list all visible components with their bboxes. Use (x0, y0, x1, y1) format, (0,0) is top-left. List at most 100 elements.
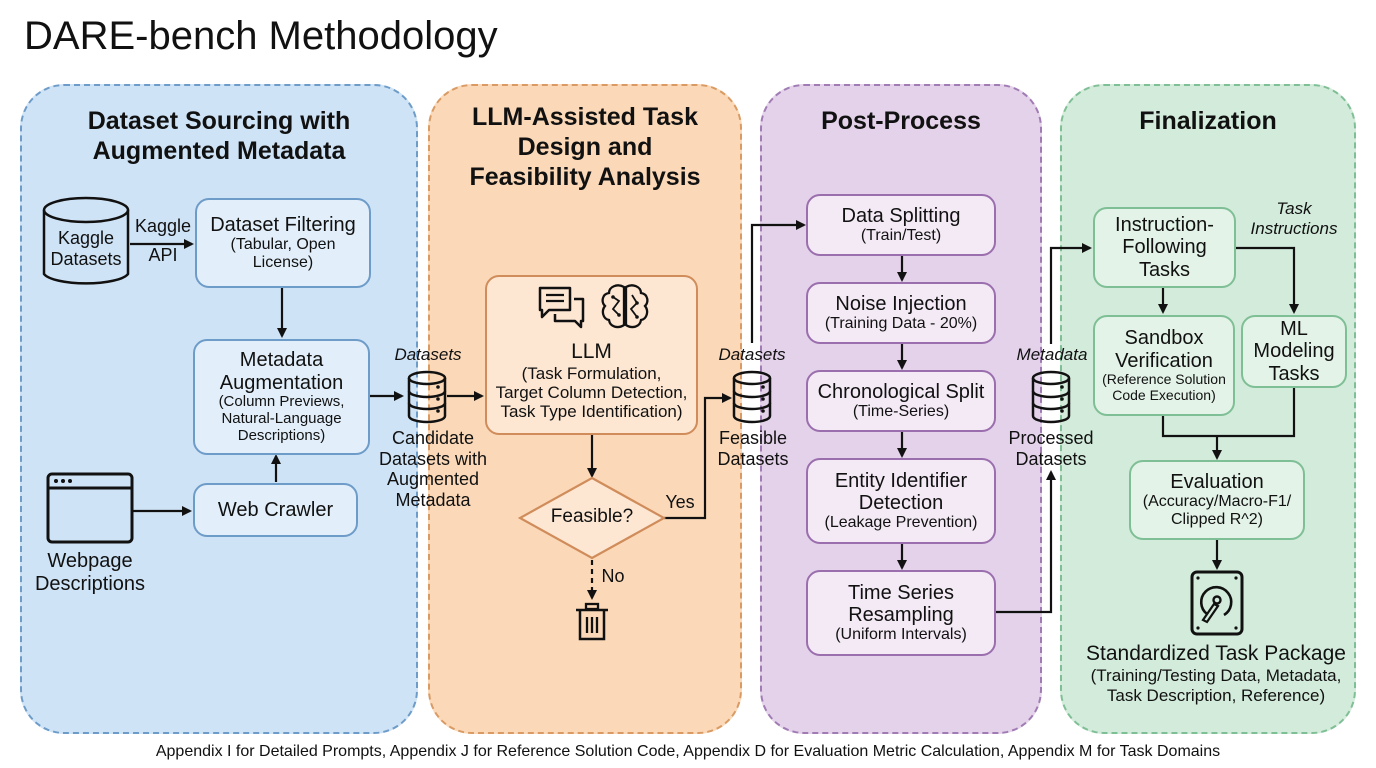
data-splitting-box: Data Splitting (Train/Test) (806, 194, 996, 256)
processed-datasets-label: Processed Datasets (1002, 428, 1100, 469)
box-title: Sandbox (1124, 327, 1204, 350)
panel-title-design: LLM-Assisted Task Design and Feasibility… (430, 102, 740, 192)
box-title: Metadata (239, 349, 324, 372)
label-line: (Training/Testing Data, Metadata, (1090, 666, 1342, 686)
feasible-datasets-label: Feasible Datasets (708, 428, 798, 469)
box-subtitle: License) (252, 254, 314, 272)
box-subtitle: Clipped R^2) (1171, 511, 1263, 529)
label-line: Metadata (395, 490, 471, 511)
ml-modeling-box: ML Modeling Tasks (1241, 315, 1347, 388)
processed-database-icon (1031, 370, 1071, 424)
time-series-resampling-box: Time Series Resampling (Uniform Interval… (806, 570, 996, 656)
label-line: Descriptions (34, 573, 146, 595)
no-label: No (601, 566, 625, 586)
candidate-edge-label: Datasets (394, 345, 462, 364)
decision-label: Feasible? (550, 506, 634, 527)
metadata-augmentation-box: Metadata Augmentation (Column Previews, … (193, 339, 370, 455)
panel-title-postprocess: Post-Process (821, 107, 981, 135)
label-line: Processed (1008, 428, 1094, 448)
label-line: Augmented (386, 469, 480, 490)
box-title: Chronological Split (817, 380, 985, 403)
panel-title-sourcing: Dataset Sourcing with Augmented Metadata (22, 106, 416, 166)
box-subtitle: (Tabular, Open (230, 236, 336, 254)
panel-title-finalization: Finalization (1139, 107, 1277, 135)
label-line: Datasets (50, 248, 122, 269)
box-title: Resampling (848, 604, 954, 627)
box-title: Tasks (1138, 258, 1191, 281)
box-subtitle: (Reference Solution (1102, 371, 1226, 388)
box-subtitle: Code Execution) (1112, 386, 1216, 403)
noise-injection-box: Noise Injection (Training Data - 20%) (806, 282, 996, 344)
box-subtitle: (Accuracy/Macro-F1/ (1142, 493, 1292, 511)
box-title: Evaluation (1170, 470, 1264, 493)
hard-drive-icon (1190, 570, 1244, 636)
box-title: Modeling (1253, 340, 1335, 363)
label-line: Feasible (718, 428, 788, 448)
box-title: Entity Identifier (834, 469, 968, 492)
box-title: Following (1122, 236, 1207, 259)
box-title: Data Splitting (841, 204, 961, 227)
panel-title-line: LLM-Assisted Task (472, 103, 698, 131)
feasible-decision-diamond (518, 476, 666, 560)
box-title: Web Crawler (217, 498, 334, 521)
task-package-label: Standardized Task Package (Training/Test… (1070, 642, 1362, 705)
label-line: Datasets with (378, 448, 488, 469)
box-title: LLM (571, 340, 612, 364)
box-title: Tasks (1268, 362, 1320, 385)
label-title: Standardized Task Package (1086, 642, 1346, 665)
label-line: API (148, 244, 178, 265)
sandbox-verification-box: Sandbox Verification (Reference Solution… (1093, 315, 1235, 416)
panel-title-line: Feasibility Analysis (469, 163, 701, 191)
box-title: Verification (1115, 349, 1213, 372)
entity-identifier-box: Entity Identifier Detection (Leakage Pre… (806, 458, 996, 544)
box-subtitle: (Leakage Prevention) (824, 514, 978, 532)
feasible-edge-label: Datasets (718, 345, 786, 364)
candidate-database-icon (407, 370, 447, 424)
candidate-datasets-label: Candidate Datasets with Augmented Metada… (374, 428, 492, 511)
kaggle-api-label: Kaggle API (130, 216, 196, 265)
box-subtitle: (Uniform Intervals) (835, 626, 967, 644)
box-subtitle: (Column Previews, (218, 393, 345, 411)
label-line: Webpage (47, 550, 133, 572)
dataset-filtering-box: Dataset Filtering (Tabular, Open License… (195, 198, 371, 288)
kaggle-datasets-label: Kaggle Datasets (44, 228, 128, 269)
panel-title-line: Design and (517, 133, 653, 161)
label-line: Kaggle (134, 216, 192, 236)
label-line: Candidate (391, 428, 475, 448)
webpage-descriptions-label: Webpage Descriptions (20, 550, 160, 596)
chronological-split-box: Chronological Split (Time-Series) (806, 370, 996, 432)
webpage-icon (46, 472, 134, 544)
kaggle-database-icon (42, 196, 130, 285)
box-subtitle: Task Type Identification) (500, 401, 683, 421)
box-subtitle: (Time-Series) (852, 403, 950, 421)
box-subtitle: (Training Data - 20%) (824, 315, 978, 333)
box-subtitle: (Train/Test) (860, 227, 942, 245)
llm-box: LLM (Task Formulation, Target Column Det… (485, 275, 698, 435)
label-line: Task Description, Reference) (1106, 685, 1326, 705)
label-line: Task (1276, 199, 1312, 218)
evaluation-box: Evaluation (Accuracy/Macro-F1/ Clipped R… (1129, 460, 1305, 540)
label-line: Datasets (717, 448, 789, 469)
label-line: Datasets (1015, 448, 1087, 469)
label-line: Instructions (1250, 218, 1338, 238)
box-title: ML (1280, 317, 1308, 340)
footer-appendix-note: Appendix I for Detailed Prompts, Appendi… (155, 743, 1221, 760)
panel-title-line: Augmented Metadata (92, 137, 346, 165)
box-subtitle: Descriptions) (237, 426, 326, 444)
box-title: Noise Injection (835, 292, 967, 315)
web-crawler-box: Web Crawler (193, 483, 358, 537)
box-subtitle: Natural-Language (221, 409, 342, 427)
chat-bubbles-icon (538, 286, 585, 329)
brain-icon (601, 284, 649, 329)
box-subtitle: Target Column Detection, (495, 382, 688, 402)
box-title: Dataset Filtering (210, 213, 356, 236)
instruction-following-box: Instruction- Following Tasks (1093, 207, 1236, 288)
processed-edge-label: Metadata (1016, 345, 1088, 364)
task-instructions-label: Task Instructions (1238, 199, 1350, 238)
feasible-database-icon (732, 370, 772, 424)
box-subtitle: (Task Formulation, (521, 363, 662, 383)
trash-icon (576, 602, 608, 641)
box-title: Instruction- (1115, 213, 1214, 236)
panel-title-line: Dataset Sourcing with (87, 107, 351, 135)
yes-label: Yes (665, 492, 695, 512)
